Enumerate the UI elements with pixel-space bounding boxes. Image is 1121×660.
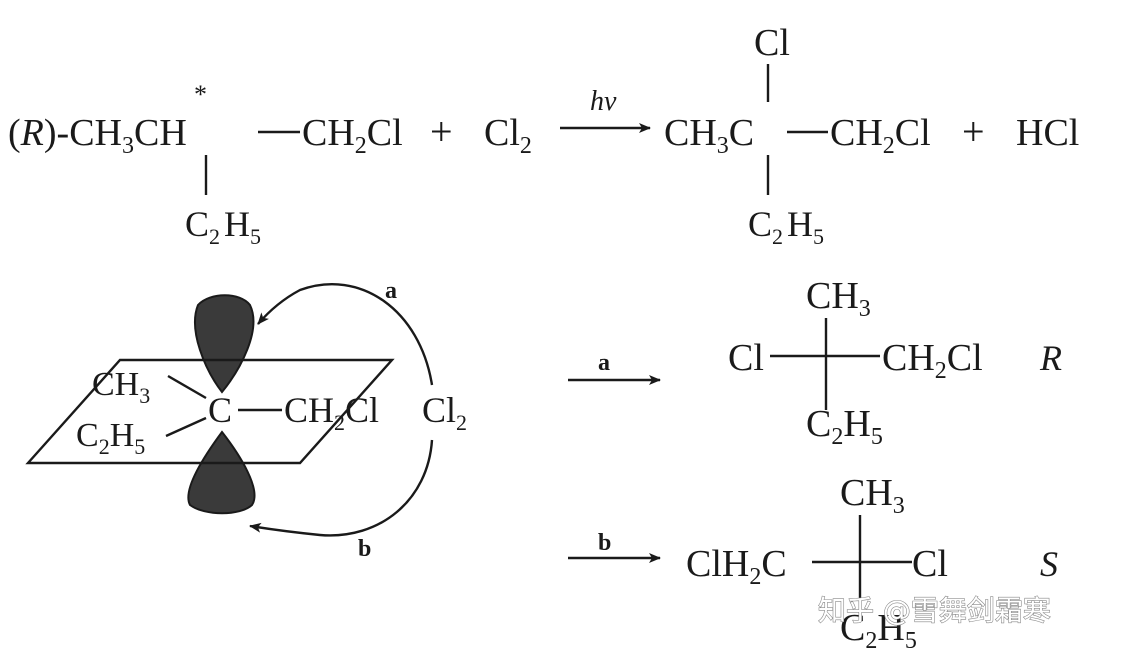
product-b-config: S <box>1040 544 1058 584</box>
chiral-center-star: * <box>194 80 207 109</box>
product-a-ch3: CH3 <box>806 275 871 322</box>
product-ch2cl: CH2Cl <box>830 112 931 159</box>
byproduct-hcl: HCl <box>1016 112 1079 154</box>
radical-ch3: CH3 <box>92 366 150 408</box>
reactant-ch2cl: CH2Cl <box>302 112 403 159</box>
watermark-text: 知乎 @雪舞剑霜寒 <box>818 594 1051 627</box>
plus-sign-2: + <box>962 109 985 154</box>
p-orbital-bottom-lobe <box>187 430 256 515</box>
product-b-cl: Cl <box>912 543 948 585</box>
product-top-cl: Cl <box>754 22 790 64</box>
path-label-a: a <box>385 278 397 304</box>
product-b-ch3: CH3 <box>840 472 905 519</box>
path-label-b: b <box>358 536 371 562</box>
product-a-ethyl: C2H5 <box>806 403 883 450</box>
radical-ethyl: C2H5 <box>76 417 145 459</box>
attacking-cl2: Cl2 <box>422 390 467 435</box>
radical-carbon: C <box>208 390 232 430</box>
product-b-ethyl: C2H5 <box>840 607 917 654</box>
bond-radical-ch3 <box>167 374 207 400</box>
product-a: a CH3 Cl CH2Cl R C2H5 <box>568 275 1062 450</box>
product-a-config: R <box>1039 338 1062 378</box>
arrow-label-b: b <box>598 530 611 556</box>
planar-radical-intermediate: CH3 C2H5 C CH2Cl Cl2 a b <box>25 278 467 562</box>
product-b: b CH3 ClH2C Cl S C2H5 <box>568 472 1058 654</box>
bond-radical-ethyl <box>165 416 207 438</box>
reactant-formula: (R)-CH3CH <box>8 112 187 159</box>
light-condition: hν <box>590 86 617 117</box>
product-a-cl: Cl <box>728 337 764 379</box>
product-ch3-c: CH3C <box>664 112 754 159</box>
product-a-ch2cl: CH2Cl <box>882 337 983 384</box>
p-orbital-top-lobe <box>194 294 255 394</box>
product-b-ch2cl: ClH2C <box>686 543 787 590</box>
plus-sign-1: + <box>430 109 453 154</box>
reagent-cl2: Cl2 <box>484 112 532 159</box>
attack-arrow-a <box>257 283 434 386</box>
arrow-label-a: a <box>598 350 610 376</box>
radical-ch2cl: CH2Cl <box>284 390 379 435</box>
molecular-plane <box>25 358 395 465</box>
attack-arrow-b <box>249 439 434 537</box>
